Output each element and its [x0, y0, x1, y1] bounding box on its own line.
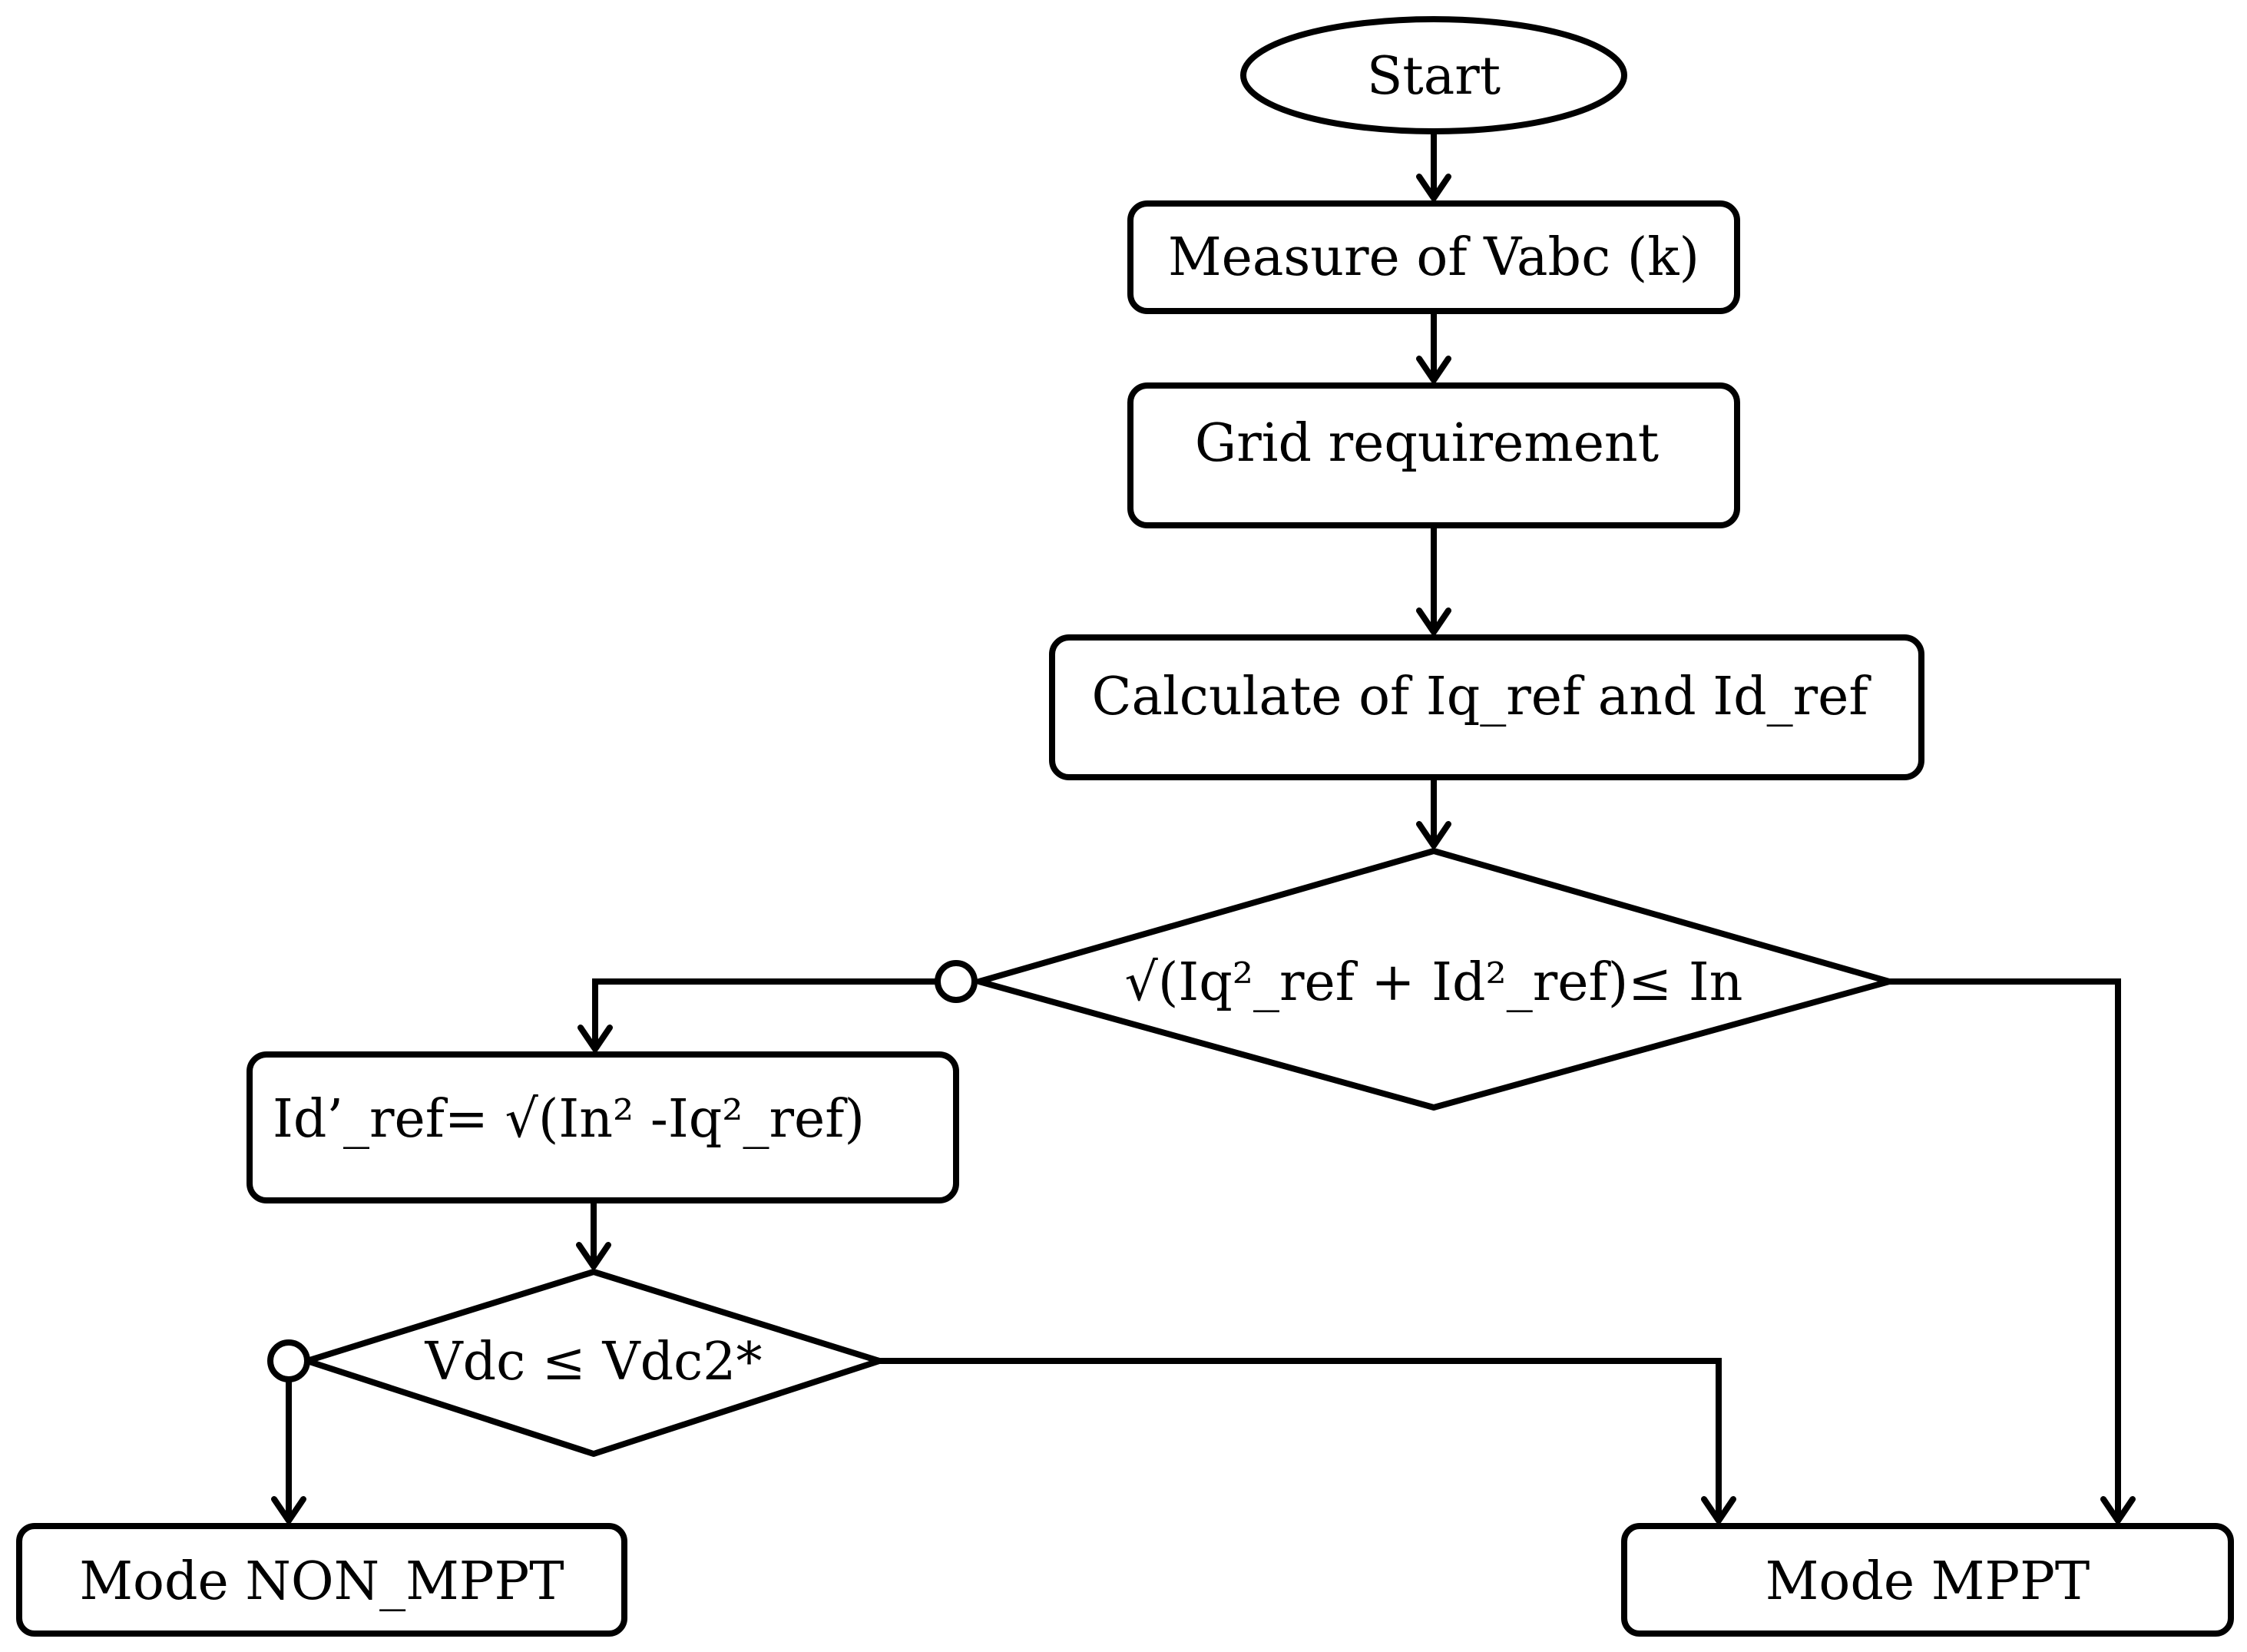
decision-current-limit: √(Iq²_ref + Id²_ref)≤ In	[976, 848, 1892, 1111]
arrow-decision2-yes-to-mode-mppt	[879, 1358, 1736, 1524]
arrow-decision1-no-to-id-prime	[577, 960, 978, 1052]
no-branch-marker-1	[935, 960, 978, 1003]
calculate-label: Calculate of Iq_ref and Id_ref	[1091, 667, 1871, 727]
grid-requirement-label: Grid requirement	[1195, 413, 1659, 474]
start-node: Start	[1240, 16, 1627, 134]
measure-label: Measure of Vabc (k)	[1168, 227, 1699, 288]
mode-mppt-node: Mode MPPT	[1621, 1523, 2234, 1637]
calculate-node: Calculate of Iq_ref and Id_ref	[1049, 634, 1924, 780]
arrow-decision2-no-to-mode-non-mppt	[267, 1339, 310, 1524]
mode-non-mppt-label: Mode NON_MPPT	[79, 1551, 564, 1612]
id-prime-label: Id’_ref= √(In² -Iq²_ref)	[273, 1089, 865, 1150]
arrow-grid-to-calculate	[1416, 525, 1451, 635]
id-prime-node: Id’_ref= √(In² -Iq²_ref)	[247, 1051, 959, 1203]
decision-vdc-label: Vdc ≤ Vdc2*	[425, 1332, 763, 1392]
grid-requirement-node: Grid requirement	[1127, 382, 1740, 528]
arrow-calculate-to-decision1	[1416, 777, 1451, 849]
mode-non-mppt-node: Mode NON_MPPT	[16, 1523, 627, 1637]
decision-current-limit-label: √(Iq²_ref + Id²_ref)≤ In	[1125, 952, 1743, 1013]
arrow-decision1-yes-to-mode-mppt	[1889, 978, 2136, 1524]
measure-node: Measure of Vabc (k)	[1127, 200, 1740, 314]
no-branch-marker-2	[267, 1339, 310, 1382]
arrow-measure-to-grid	[1416, 311, 1451, 383]
mode-mppt-label: Mode MPPT	[1766, 1551, 2090, 1612]
decision-vdc: Vdc ≤ Vdc2*	[304, 1269, 882, 1457]
arrow-id-prime-to-decision2	[576, 1200, 611, 1270]
start-label: Start	[1367, 46, 1501, 107]
arrow-start-to-measure	[1416, 131, 1451, 201]
